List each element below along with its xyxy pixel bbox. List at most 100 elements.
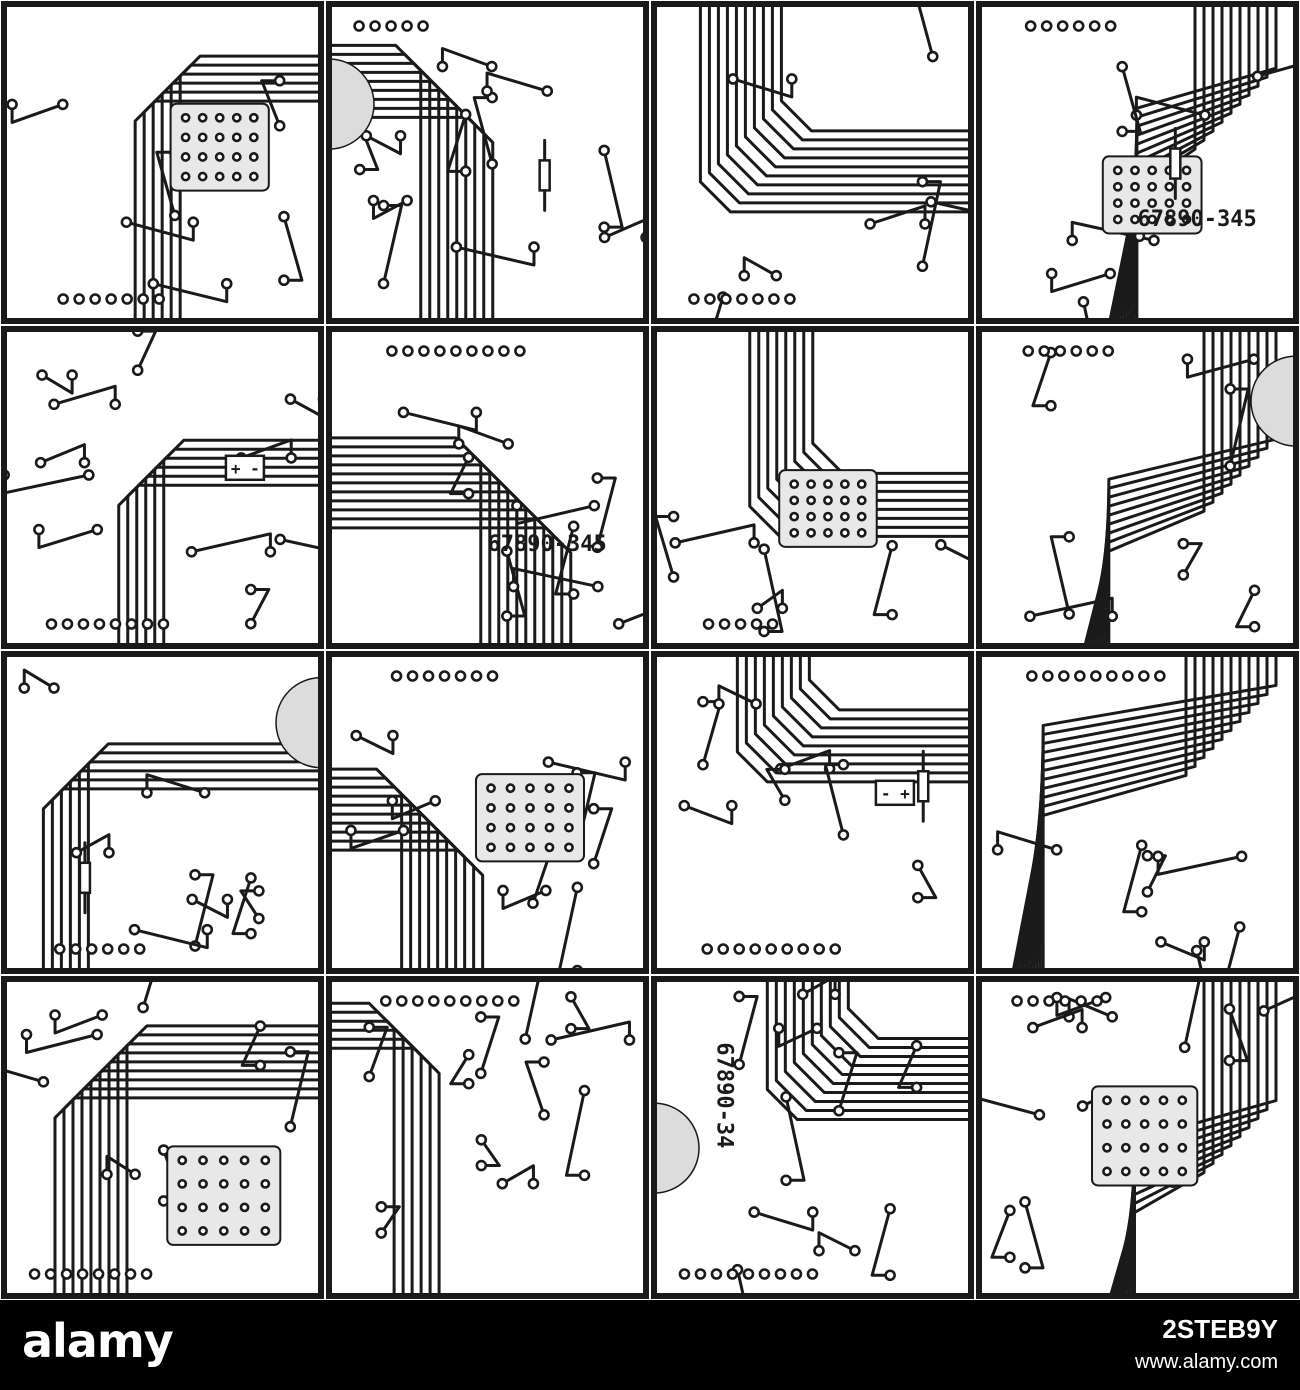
circuit-tile xyxy=(1,976,324,1299)
solder-pad xyxy=(1181,165,1192,176)
solder-pad xyxy=(475,1159,488,1172)
solder-pad xyxy=(501,545,513,557)
solder-pad xyxy=(717,943,729,955)
copper-trace xyxy=(603,219,643,239)
solder-pad xyxy=(284,1045,297,1058)
copper-trace xyxy=(332,526,573,643)
solder-pad xyxy=(811,1022,823,1035)
circuit-tile: + - xyxy=(1,326,324,649)
solder-pad xyxy=(1058,670,1070,682)
solder-pad xyxy=(1223,1003,1236,1015)
copper-trace xyxy=(1183,982,1201,1049)
solder-pad xyxy=(1102,1142,1112,1153)
solder-pad xyxy=(33,523,45,536)
copper-trace xyxy=(1159,940,1206,962)
copper-trace xyxy=(779,749,832,771)
solder-pad xyxy=(1152,850,1164,863)
circuit-tile xyxy=(976,326,1299,649)
resistor xyxy=(916,769,930,803)
polarity-mark: + - xyxy=(231,459,260,478)
solder-pad xyxy=(85,943,98,955)
solder-pad xyxy=(44,1268,57,1280)
solder-pad xyxy=(218,1226,229,1236)
solder-pad xyxy=(353,20,365,32)
solder-pad xyxy=(886,539,898,552)
solder-pad xyxy=(678,1268,691,1280)
solder-pad xyxy=(1258,1005,1270,1017)
solder-pad xyxy=(108,1268,121,1280)
solder-pad xyxy=(394,129,407,142)
solder-pad xyxy=(78,456,91,469)
solder-pad xyxy=(1164,181,1175,192)
solder-pad xyxy=(1024,610,1036,623)
solder-pad xyxy=(278,210,290,223)
solder-pad xyxy=(572,964,583,968)
solder-pad xyxy=(48,682,60,694)
solder-pad xyxy=(612,618,625,630)
solder-pad xyxy=(390,670,403,682)
copper-trace xyxy=(752,1210,815,1232)
solder-pad xyxy=(726,1268,739,1280)
solder-pad xyxy=(736,293,748,305)
copper-trace xyxy=(762,547,784,633)
solder-pad xyxy=(1104,267,1117,280)
solder-pad xyxy=(77,618,90,630)
solder-pad xyxy=(749,943,761,955)
copper-trace xyxy=(673,523,756,545)
solder-pad xyxy=(379,995,392,1007)
solder-pad xyxy=(502,438,515,450)
solder-pad xyxy=(1056,20,1069,32)
solder-pad xyxy=(475,1067,487,1080)
solder-pad xyxy=(363,1021,376,1034)
copper-trace xyxy=(133,99,318,318)
solder-pad xyxy=(1224,460,1236,472)
site-url: www.alamy.com xyxy=(1135,1351,1278,1373)
copper-trace xyxy=(288,1050,310,1129)
solder-pad xyxy=(839,511,850,522)
solder-pad xyxy=(198,786,211,799)
solder-pad xyxy=(774,1268,787,1280)
solder-pad xyxy=(198,1226,208,1236)
solder-pad xyxy=(1063,531,1075,543)
image-meta: 2STEB9Y www.alamy.com xyxy=(1135,1314,1278,1374)
solder-pad xyxy=(688,293,700,305)
solder-pad xyxy=(571,881,584,894)
solder-pad xyxy=(780,1091,792,1103)
copper-trace xyxy=(136,332,157,372)
tile-content: 67890-345 xyxy=(18,668,318,968)
solder-pad xyxy=(733,1058,745,1071)
mounting-shape xyxy=(1250,355,1293,447)
solder-pad xyxy=(856,495,867,506)
ic-chip xyxy=(1091,1085,1199,1187)
copper-trace xyxy=(379,1205,401,1235)
copper-trace xyxy=(52,384,117,406)
solder-pad xyxy=(260,1155,271,1166)
solder-pad xyxy=(168,209,181,222)
solder-pad xyxy=(849,1244,861,1257)
copper-trace xyxy=(810,982,968,1077)
ic-chip xyxy=(166,1145,282,1246)
tile-border xyxy=(651,651,974,974)
solder-pad xyxy=(591,541,604,554)
copper-trace xyxy=(332,115,495,318)
solder-pad xyxy=(436,60,449,73)
solder-pad xyxy=(768,293,780,305)
solder-pad xyxy=(498,345,510,357)
solder-pad xyxy=(1120,1166,1131,1177)
copper-trace xyxy=(132,928,209,950)
solder-pad xyxy=(1233,921,1246,933)
solder-pad xyxy=(1130,214,1140,225)
solder-pad xyxy=(197,171,208,182)
solder-pad xyxy=(823,527,833,538)
solder-pad xyxy=(598,221,610,233)
copper-trace xyxy=(1031,351,1053,408)
copper-trace xyxy=(592,807,614,866)
solder-pad xyxy=(221,893,234,906)
solder-pad xyxy=(886,608,898,621)
solder-pad xyxy=(1063,608,1075,620)
copper-trace xyxy=(189,532,272,554)
solder-pad xyxy=(18,682,31,694)
solder-pad xyxy=(189,868,201,881)
copper-trace xyxy=(846,982,968,1041)
solder-pad xyxy=(588,499,601,512)
